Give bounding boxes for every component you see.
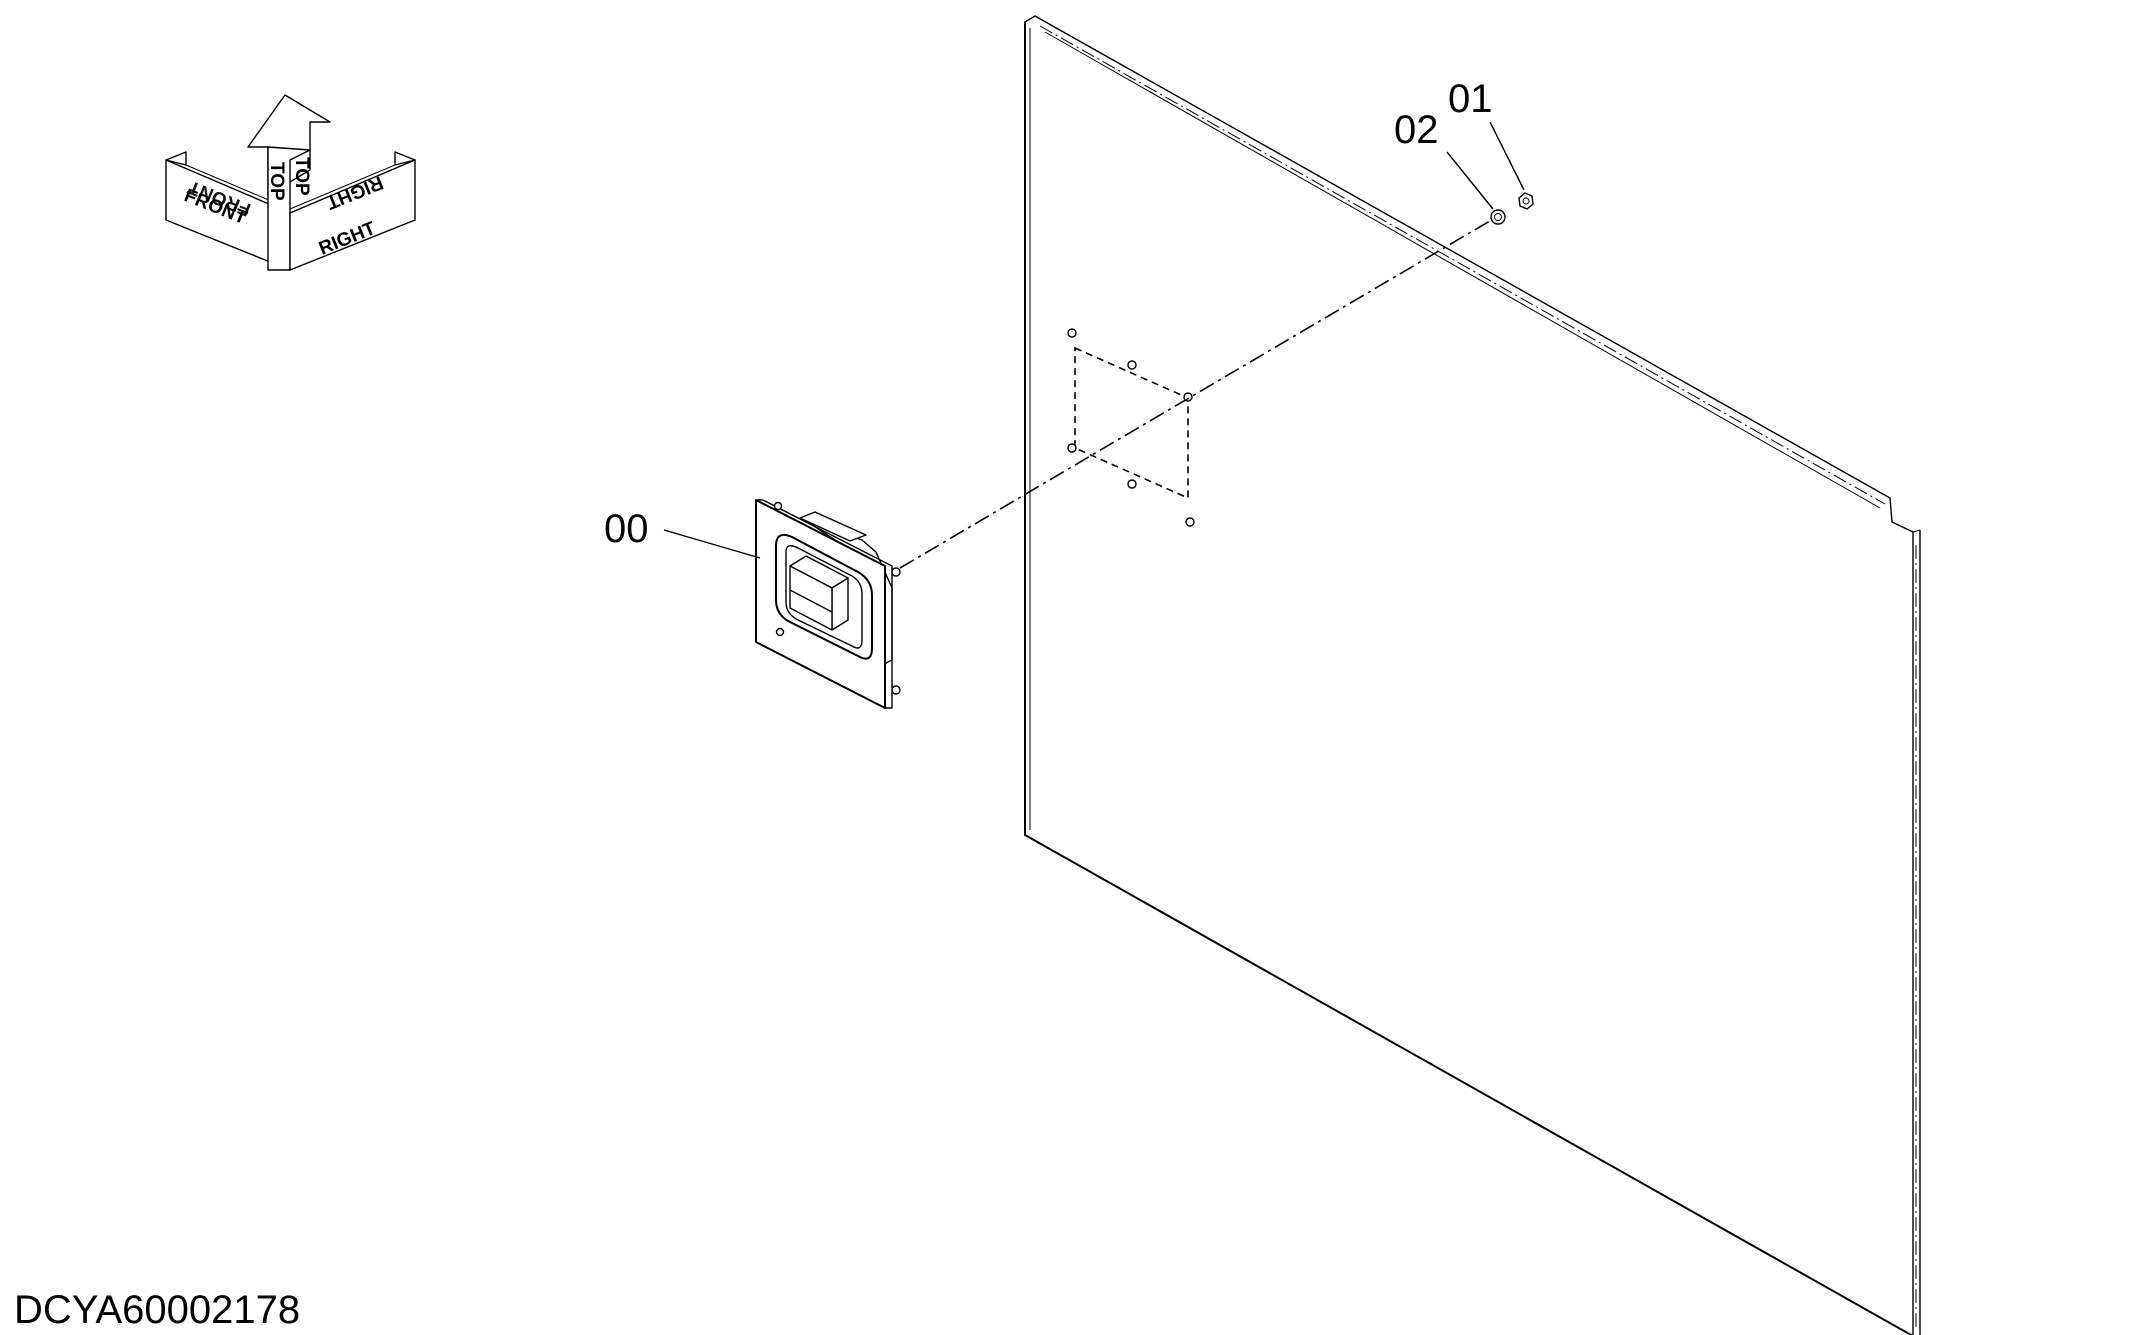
top-label-second: TOP: [291, 157, 312, 196]
drawing-id: DCYA60002178: [14, 1288, 300, 1332]
callout-01: 01: [1448, 77, 1493, 121]
nut-part-01: [1518, 192, 1534, 210]
door-panel: [1024, 15, 1921, 1335]
right-arrow: RIGHT RIGHT: [289, 151, 416, 271]
top-arrow: TOP TOP: [247, 94, 331, 271]
callout-02: 02: [1394, 108, 1439, 152]
washer-part-02: [1490, 209, 1506, 225]
handle-assembly: [755, 499, 901, 709]
assembly-centerline: [899, 214, 1501, 569]
top-label: TOP: [266, 162, 287, 201]
leader-02: [1446, 151, 1494, 210]
leader-00: [663, 529, 761, 559]
mounting-holes: [1067, 328, 1195, 527]
leader-01: [1489, 121, 1525, 191]
panel-cutout: [1074, 346, 1189, 500]
orientation-arrows-icon: FRONT FRONT TOP TOP RIGHT RIGHT: [165, 94, 416, 271]
callout-00: 00: [604, 507, 649, 551]
